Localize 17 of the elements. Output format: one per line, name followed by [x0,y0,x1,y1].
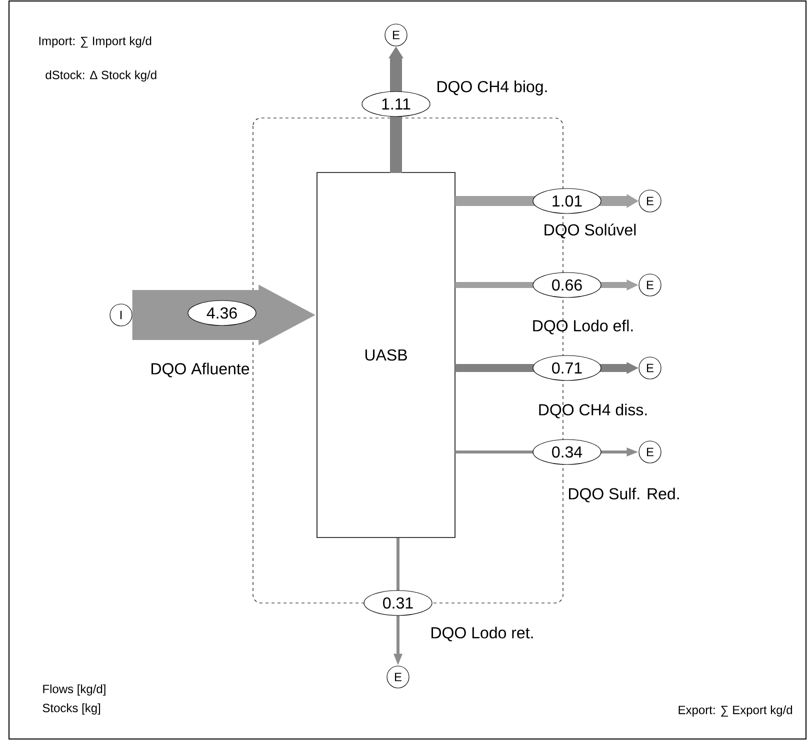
note-text: Flows [kg/d] [43,684,106,696]
flow-name: DQO Lodo efl. [533,320,633,334]
flow-value-label: 1.11 [362,91,430,117]
flow-value-label: 0.31 [364,590,432,616]
note-text: Export: ∑ Export kg/d [678,705,792,717]
note-text: Import: ∑ Import kg/d [39,36,152,48]
flow-value-label: 0.66 [532,272,602,298]
flow-name: DQO Afluente [152,362,250,378]
flow-value-label: 0.71 [532,355,602,381]
flow-value-label: 4.36 [188,300,256,326]
flow-name: DQO CH4 diss. [539,404,647,418]
flow-value-label: 0.34 [532,439,602,465]
flow-name: DQO CH4 biog. [438,80,547,96]
flow-value-label: 1.01 [532,188,602,214]
note-text: dStock: Δ Stock kg/d [46,70,156,82]
process-box: UASB [316,172,456,538]
note-text: Stocks [kg] [42,703,100,715]
